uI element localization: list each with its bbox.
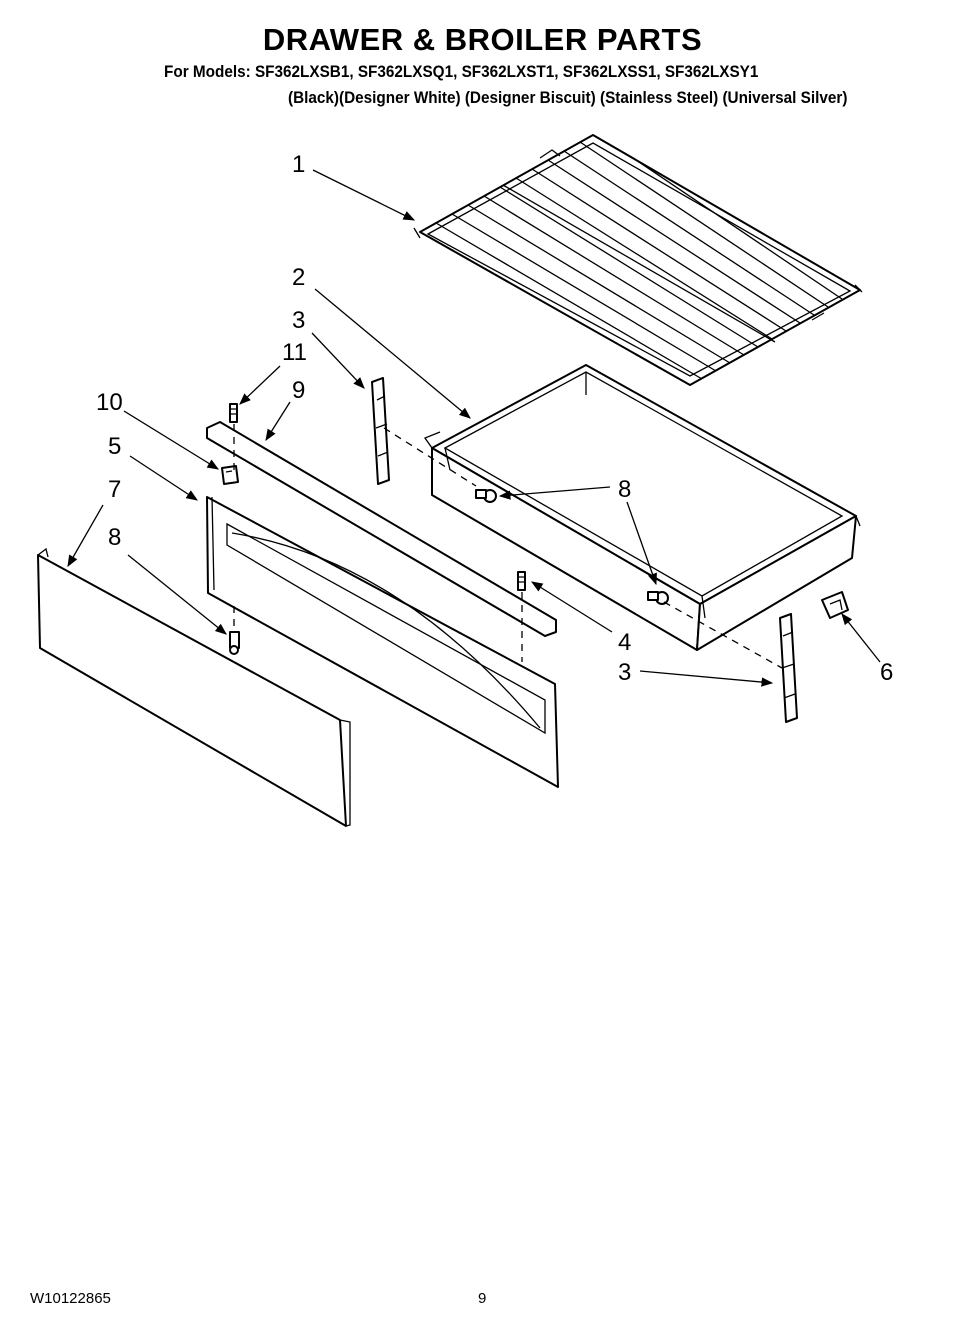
drawer-trim xyxy=(206,421,557,637)
callout-8-left: 8 xyxy=(108,524,121,551)
callout-9: 9 xyxy=(292,377,305,404)
broiler-rack xyxy=(413,134,863,386)
callout-3-lower: 3 xyxy=(618,659,631,686)
callout-4: 4 xyxy=(618,629,631,656)
callout-8-right: 8 xyxy=(618,476,631,503)
screw-8-left xyxy=(229,631,240,655)
finishes-line: (Black)(Designer White) (Designer Biscui… xyxy=(288,88,848,107)
callout-5: 5 xyxy=(108,433,121,460)
assembly-lines xyxy=(233,424,783,669)
screw-8-drawer xyxy=(475,489,497,503)
drawer-body xyxy=(423,364,861,651)
callout-1: 1 xyxy=(292,151,305,178)
callout-6: 6 xyxy=(880,659,893,686)
screw-8-slide xyxy=(647,591,669,605)
document-number: W10122865 xyxy=(30,1290,111,1307)
page-number: 9 xyxy=(478,1290,487,1307)
models-line: For Models: SF362LXSB1, SF362LXSQ1, SF36… xyxy=(164,62,759,81)
trim-bracket xyxy=(221,465,239,485)
drawer-slide-lower xyxy=(779,613,798,723)
leader-lines xyxy=(67,169,881,687)
screw-4 xyxy=(517,571,526,591)
callout-11: 11 xyxy=(282,339,307,366)
page-title: DRAWER & BROILER PARTS xyxy=(262,22,703,57)
drawer-slide-upper xyxy=(371,377,390,485)
callout-2: 2 xyxy=(292,264,305,291)
callout-10: 10 xyxy=(96,389,123,416)
drawer-front-panel xyxy=(206,496,559,788)
drawer-clip xyxy=(821,591,849,619)
callout-7: 7 xyxy=(108,476,121,503)
drawer-outer-panel xyxy=(37,547,351,827)
screw-11 xyxy=(229,403,238,423)
callout-3-upper: 3 xyxy=(292,307,305,334)
